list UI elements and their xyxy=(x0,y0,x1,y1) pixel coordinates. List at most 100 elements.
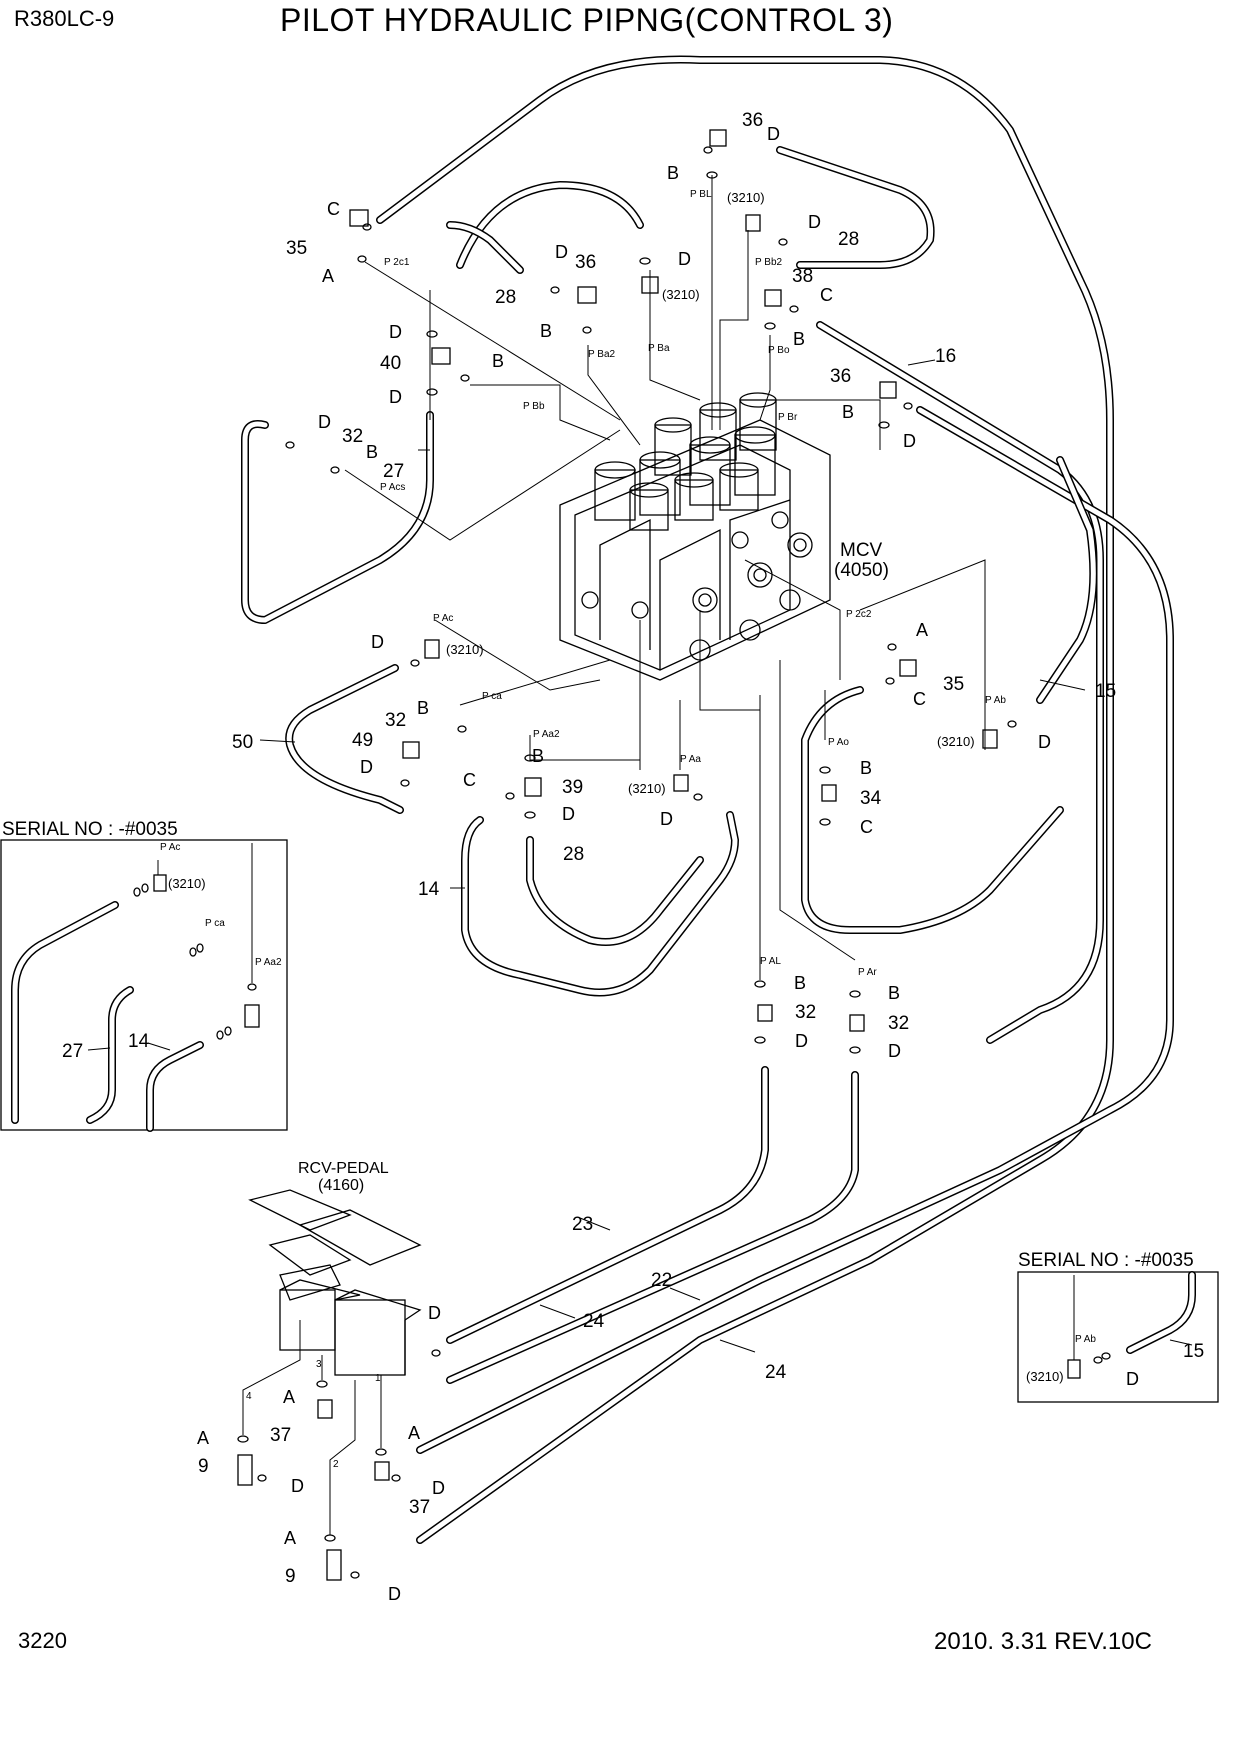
letter-d: D xyxy=(767,124,780,144)
ref-3210: (3210) xyxy=(727,190,765,205)
callout-22: 22 xyxy=(651,1270,672,1291)
callout-49: 49 xyxy=(352,730,373,751)
callout-24: 24 xyxy=(765,1362,787,1383)
port-p2c2: P 2c2 xyxy=(846,609,872,620)
letter-b: B xyxy=(888,983,900,1003)
letter-c: C xyxy=(820,285,833,305)
port-paa2: P Aa2 xyxy=(533,729,560,740)
callout-32: 32 xyxy=(385,710,406,731)
port-par: P Ar xyxy=(858,967,877,978)
letter-d: D xyxy=(428,1303,441,1323)
mcv-valve xyxy=(559,392,831,681)
ref-3210: (3210) xyxy=(446,642,484,657)
port-pbb2: P Bb2 xyxy=(755,257,782,268)
letter-a: A xyxy=(408,1423,420,1443)
callout-9: 9 xyxy=(285,1566,296,1587)
port-pac: P Ac xyxy=(433,613,453,624)
fittings xyxy=(237,129,1017,1581)
rcv-pedal-label: RCV-PEDAL xyxy=(298,1160,389,1177)
letter-c: C xyxy=(463,770,476,790)
letter-d: D xyxy=(562,804,575,824)
letter-c: C xyxy=(860,817,873,837)
letter-c: C xyxy=(913,689,926,709)
letter-b: B xyxy=(667,163,679,183)
port-pca: P ca xyxy=(205,918,225,929)
callout-9: 9 xyxy=(198,1456,209,1477)
page-title: PILOT HYDRAULIC PIPNG(CONTROL 3) xyxy=(280,2,894,38)
callout-23: 23 xyxy=(572,1214,593,1235)
letter-b: B xyxy=(532,746,544,766)
letter-c: C xyxy=(327,199,340,219)
callout-36: 36 xyxy=(830,366,851,387)
letter-d: D xyxy=(360,757,373,777)
callout-27: 27 xyxy=(383,461,404,482)
callout-28: 28 xyxy=(495,287,516,308)
port-paa2: P Aa2 xyxy=(255,957,282,968)
callout-40: 40 xyxy=(380,353,401,374)
reference-numbers: (3210) (3210) (3210) (3210) (3210) (3210… xyxy=(168,190,1064,1384)
mcv-label: MCV xyxy=(840,540,883,561)
port-pba: P Ba xyxy=(648,343,670,354)
letter-d: D xyxy=(660,809,673,829)
pedal-wires xyxy=(242,1320,382,1535)
revision-date: 2010. 3.31 REV.10C xyxy=(934,1628,1152,1655)
callout-24: 24 xyxy=(583,1311,605,1332)
letter-d: D xyxy=(555,242,568,262)
ref-3210: (3210) xyxy=(662,287,700,302)
port-pab: P Ab xyxy=(1075,1334,1096,1345)
letter-d: D xyxy=(1038,732,1051,752)
port-pbo: P Bo xyxy=(768,345,790,356)
letter-d: D xyxy=(888,1041,901,1061)
callout-leaders xyxy=(87,359,1193,1353)
letter-d: D xyxy=(1126,1369,1139,1389)
ref-3210: (3210) xyxy=(937,734,975,749)
letter-d: D xyxy=(291,1476,304,1496)
letter-d: D xyxy=(318,412,331,432)
component-labels: MCV (4050) RCV-PEDAL (4160) SERIAL NO : … xyxy=(2,540,1194,1271)
inset-left xyxy=(0,839,288,1132)
port-pac: P Ac xyxy=(160,842,180,853)
letter-d: D xyxy=(388,1584,401,1604)
letter-d: D xyxy=(432,1478,445,1498)
wire-3: 3 xyxy=(316,1359,322,1370)
port-names: P 2c1 P BL P Bb2 P Ba2 P Ba P Bo P Bb P … xyxy=(160,189,1096,1345)
port-pacs: P Acs xyxy=(380,482,405,493)
callout-37: 37 xyxy=(409,1497,430,1518)
letter-b: B xyxy=(540,321,552,341)
mcv-ref: (4050) xyxy=(834,560,889,581)
letter-b: B xyxy=(793,329,805,349)
port-pbl: P BL xyxy=(690,189,712,200)
callout-14: 14 xyxy=(128,1031,150,1052)
callout-14: 14 xyxy=(418,879,440,900)
callout-35: 35 xyxy=(943,674,964,695)
callout-27: 27 xyxy=(62,1041,83,1062)
callout-35: 35 xyxy=(286,238,307,259)
callout-37: 37 xyxy=(270,1425,291,1446)
inset-right-label: SERIAL NO : -#0035 xyxy=(1018,1250,1194,1271)
inset-right xyxy=(1017,1271,1219,1403)
callout-28: 28 xyxy=(838,229,859,250)
port-pbb: P Bb xyxy=(523,401,545,412)
callout-16: 16 xyxy=(935,346,956,367)
letter-d: D xyxy=(371,632,384,652)
inset-left-label: SERIAL NO : -#0035 xyxy=(2,819,178,840)
wire-1: 1 xyxy=(375,1373,381,1384)
letter-a: A xyxy=(283,1387,295,1407)
port-pca: P ca xyxy=(482,691,502,702)
ref-3210: (3210) xyxy=(628,781,666,796)
page-number: 3220 xyxy=(18,1628,67,1653)
port-paa: P Aa xyxy=(680,754,701,765)
wire-4: 4 xyxy=(246,1391,252,1402)
wire-2: 2 xyxy=(333,1459,339,1470)
port-pba2: P Ba2 xyxy=(588,349,615,360)
letter-d: D xyxy=(795,1031,808,1051)
letter-b: B xyxy=(417,698,429,718)
letter-d: D xyxy=(389,322,402,342)
callout-36: 36 xyxy=(575,252,596,273)
callout-39: 39 xyxy=(562,777,583,798)
rcv-pedal xyxy=(248,1189,422,1376)
hose-loops xyxy=(241,55,1174,1544)
port-pao: P Ao xyxy=(828,737,849,748)
letter-d: D xyxy=(903,431,916,451)
